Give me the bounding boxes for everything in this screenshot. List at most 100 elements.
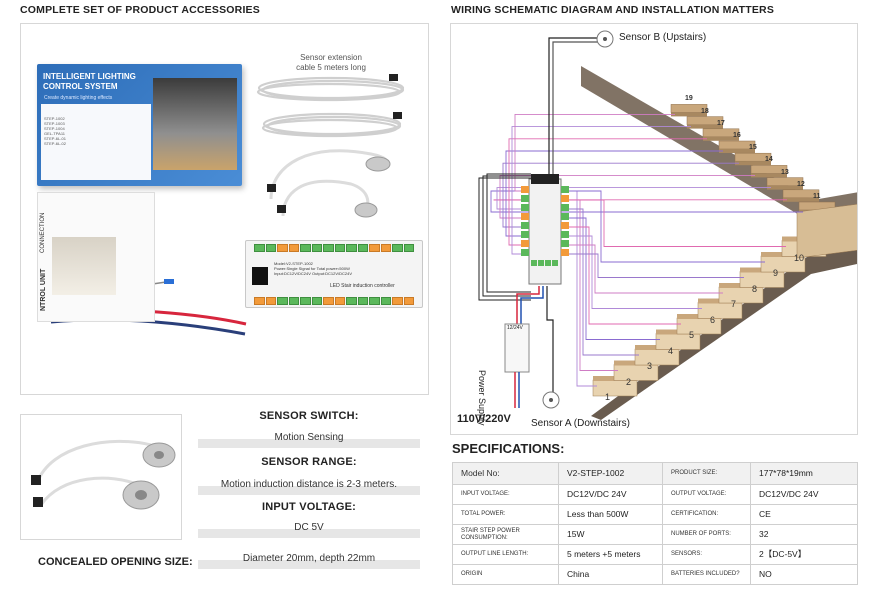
box-list-item: STEP-1002 — [44, 116, 65, 121]
step-wire — [508, 138, 707, 246]
terminal-block — [561, 186, 569, 193]
step-number: 16 — [733, 132, 741, 139]
upper-stringer — [581, 66, 857, 216]
spec-key: ORIGIN — [452, 564, 559, 585]
sensor-disk — [365, 156, 391, 172]
terminal-block — [561, 222, 569, 229]
terminal-block — [545, 260, 551, 266]
sensor-range-label: SENSOR RANGE: — [261, 456, 357, 468]
spec-value: 2【DC-5V】 — [750, 544, 858, 565]
box-list-item: STEP-6L-02 — [44, 141, 67, 146]
step-number: 15 — [749, 144, 757, 152]
step-wire — [569, 190, 765, 263]
spec-value: China — [558, 564, 663, 585]
spec-value: DC12V/DC 24V — [558, 484, 663, 505]
table-row: STAIR STEP POWER CONSUMPTION: 15W NUMBER… — [452, 524, 858, 545]
step-number: 4 — [668, 345, 674, 356]
sensor-cable — [269, 149, 389, 200]
trunk-wire — [482, 175, 531, 297]
terminal-block — [521, 222, 529, 229]
terminal-row-bottom — [254, 297, 414, 305]
step-number: 2 — [626, 376, 632, 387]
table-row: Model No: V2-STEP-1002 PRODUCT SIZE: 177… — [452, 462, 858, 485]
spec-value: 177*78*19mm — [750, 462, 858, 485]
step-wire — [499, 174, 755, 219]
step-wire — [569, 235, 702, 309]
step-wire — [569, 208, 639, 356]
stair-step — [718, 140, 756, 153]
stair-step — [782, 189, 820, 202]
stair-step — [670, 104, 708, 117]
spec-key: TOTAL POWER: — [452, 504, 559, 525]
spec-value: 15W — [558, 524, 663, 545]
sensor-switch-label: SENSOR SWITCH: — [259, 410, 359, 422]
mains-voltage-label: 110V/220V — [457, 413, 511, 425]
step-number: 18 — [701, 107, 709, 115]
stair-step — [750, 165, 788, 178]
terminal-block — [521, 249, 529, 256]
sensor-b-wire — [548, 37, 601, 174]
step-number: 11 — [813, 193, 821, 200]
step-number: 9 — [773, 268, 779, 278]
cable-label-line1: Sensor extension — [300, 53, 362, 62]
cable-connector — [389, 74, 398, 81]
sensor-disk — [354, 202, 378, 218]
box-list-item: STEP-1003 — [44, 121, 65, 126]
spec-key: OUTPUT LINE LENGTH: — [452, 544, 559, 565]
stair-step — [734, 152, 772, 166]
blue-wire — [50, 318, 246, 336]
sensor-switch-value: Motion Sensing — [198, 432, 420, 448]
box-stair-photo — [153, 78, 237, 170]
screwdriver-handle — [164, 279, 174, 284]
psu-voltage-label: 12/24V — [507, 325, 523, 331]
sensor-range-value: Motion induction distance is 2-3 meters. — [198, 479, 420, 495]
spec-key: NUMBER OF PORTS: — [662, 524, 751, 545]
trunk-wire — [478, 177, 531, 301]
step-number: 17 — [717, 119, 725, 127]
box-list-item: STEP-6L-01 — [44, 136, 67, 141]
sensor-connector — [277, 205, 286, 213]
terminal-block — [561, 249, 569, 256]
spec-value: V2-STEP-1002 — [558, 462, 663, 485]
controller-name: LED Stair induction controller — [330, 283, 395, 289]
step-number: 13 — [781, 168, 789, 176]
controller-body — [528, 178, 562, 285]
terminal-row-top — [254, 244, 414, 252]
table-row: OUTPUT LINE LENGTH: 5 meters +5 meters S… — [452, 544, 858, 565]
trunk-wire — [486, 173, 531, 293]
terminal-block — [561, 204, 569, 211]
step-wires — [478, 113, 803, 387]
terminal-block — [521, 195, 529, 202]
box-feature-list: STEP-1002 STEP-1003 STEP-1004 GEL-TPA11 … — [41, 104, 151, 180]
step-number: 6 — [710, 314, 716, 325]
spec-key: Model No: — [452, 462, 559, 485]
accessories-title: COMPLETE SET OF PRODUCT ACCESSORIES — [20, 4, 260, 16]
sensor-photo-panel — [20, 414, 182, 540]
accessories-panel: INTELLIGENT LIGHTING CONTROL SYSTEM Crea… — [20, 23, 429, 395]
staircase — [581, 66, 857, 420]
specifications-table: Model No: V2-STEP-1002 PRODUCT SIZE: 177… — [452, 462, 858, 585]
table-row: ORIGIN China BATTERIES INCLUDED? NO — [452, 564, 858, 585]
sensor-a-wire — [546, 286, 554, 394]
product-box: INTELLIGENT LIGHTING CONTROL SYSTEM Crea… — [37, 64, 242, 186]
step-number: 10 — [794, 252, 805, 263]
terminal-block — [561, 231, 569, 238]
sensor-b-wire — [552, 41, 601, 174]
terminal-block — [561, 240, 569, 247]
specifications-title: SPECIFICATIONS: — [452, 441, 565, 456]
terminal-block — [521, 231, 529, 238]
spec-value: 32 — [750, 524, 858, 545]
spec-value: DC12V/DC 24V — [750, 484, 858, 505]
sensor-cable — [281, 179, 370, 217]
table-row: TOTAL POWER: Less than 500W CERTIFICATIO… — [452, 504, 858, 525]
step-number: 7 — [731, 299, 737, 309]
concealed-size-label: CONCEALED OPENING SIZE: — [38, 556, 193, 568]
spec-key: BATTERIES INCLUDED? — [662, 564, 751, 585]
terminal-block — [538, 260, 544, 266]
step-number: 5 — [689, 330, 695, 340]
cable-connector — [393, 112, 402, 119]
step-wire — [569, 253, 744, 278]
step-wire — [511, 126, 691, 255]
manual-photo — [52, 237, 116, 295]
terminal-block — [521, 204, 529, 211]
